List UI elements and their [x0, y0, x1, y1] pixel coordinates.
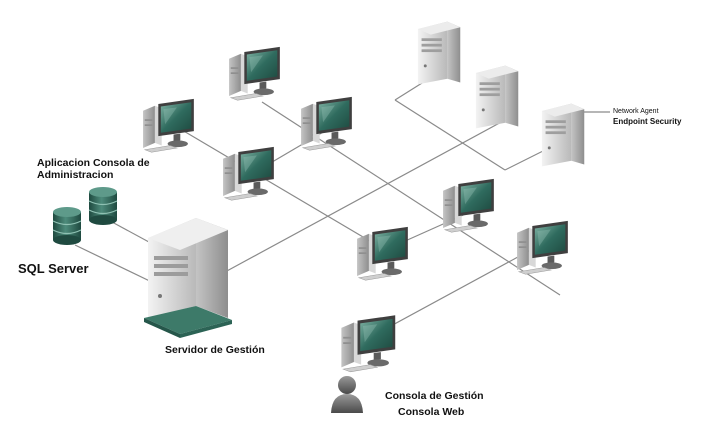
link-db-lower — [74, 244, 159, 286]
workstation-right-upper-icon — [442, 178, 495, 233]
network-agent-label: Network Agent — [613, 108, 659, 115]
workstation-right-middle-icon — [356, 226, 409, 281]
web-console-label: Consola Web — [398, 406, 465, 418]
server-tower-right-icon — [541, 103, 585, 167]
management-server-label: Servidor de Gestión — [165, 344, 265, 356]
workstation-left-icon — [142, 98, 195, 153]
workstation-right-lower-icon — [516, 220, 569, 275]
workstation-top-icon — [228, 46, 281, 101]
workstation-center-upper-icon — [300, 96, 353, 151]
sql-server-label: SQL Server — [18, 261, 89, 276]
workstation-center-lower-icon — [222, 146, 275, 201]
management-console-label: Consola de Gestión — [385, 390, 484, 402]
workstation-console-icon — [341, 315, 396, 373]
server-tower-middle-icon — [475, 65, 519, 129]
endpoint-security-label: Endpoint Security — [613, 117, 682, 126]
management-server-icon — [144, 218, 232, 338]
link-servers-h — [394, 99, 506, 171]
database-right-icon — [88, 186, 118, 226]
agent-servers — [417, 21, 585, 167]
admin-console-app-label: Aplicacion Consola de Administracion — [37, 157, 150, 182]
server-tower-top-icon — [417, 21, 461, 85]
user-icon — [331, 376, 363, 413]
database-icons — [52, 186, 118, 246]
link-server-backbone — [224, 119, 506, 273]
link-left-pc-down — [181, 129, 386, 251]
database-left-icon — [52, 206, 82, 246]
